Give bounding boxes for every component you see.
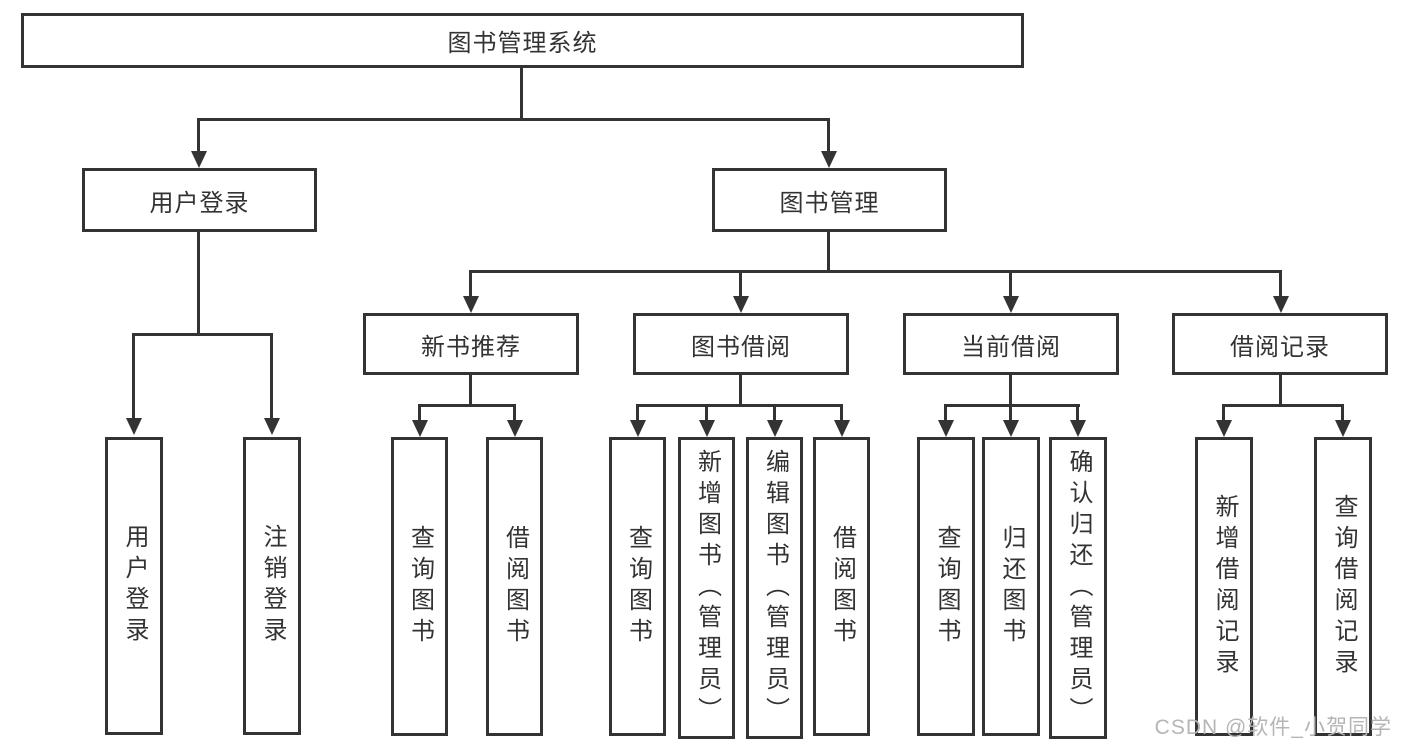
arrowhead-down-icon [938,420,954,437]
arrowhead-down-icon [412,420,428,437]
connector-manage-rail [469,270,1281,273]
arrowhead-down-icon [699,420,715,437]
connector-g4-leaf1-drop [1222,404,1225,420]
node-user-login: 用户登录 [82,168,317,232]
leaf-add-borrow-record: 新增借阅记录 [1195,437,1253,736]
arrowhead-down-icon [463,296,479,313]
node-new-book-recommend: 新书推荐 [363,313,579,375]
leaf-query-book-g3: 查询图书 [917,437,975,736]
connector-login-stem [197,232,200,336]
leaf-return-book: 归还图书 [982,437,1040,736]
connector-group1-stem [469,375,472,406]
connector-group3-rail [944,404,1080,407]
arrowhead-down-icon [1273,296,1289,313]
connector-g3-leaf1-drop [944,404,947,420]
arrowhead-down-icon [1003,420,1019,437]
connector-g2-leaf2-drop [705,404,708,420]
leaf-query-book-g2: 查询图书 [609,437,666,736]
connector-g1-leaf1-drop [418,404,421,420]
connector-group1-rail [418,404,516,407]
connector-g3-leaf3-drop [1076,404,1079,420]
node-current-borrow: 当前借阅 [903,313,1119,375]
connector-login-leaf2-drop [270,333,273,418]
connector-g2-leaf3-drop [773,404,776,420]
arrowhead-down-icon [1335,420,1351,437]
connector-group3-drop [1009,270,1012,296]
arrowhead-down-icon [1070,420,1086,437]
connector-login-leaf1-drop [132,333,135,418]
leaf-user-login: 用户登录 [105,437,163,735]
connector-group2-drop [739,270,742,296]
connector-g3-leaf2-drop [1009,404,1012,420]
connector-group1-drop [469,270,472,296]
node-root-system: 图书管理系统 [21,13,1024,68]
arrowhead-down-icon [767,420,783,437]
connector-g2-leaf4-drop [840,404,843,420]
connector-root-stem [520,68,523,118]
leaf-add-book-admin: 新增图书（管理员） [678,437,735,739]
connector-group2-stem [739,375,742,406]
connector-group4-drop [1279,270,1282,296]
arrowhead-down-icon [821,151,837,168]
connector-group4-stem [1279,375,1282,406]
arrowhead-down-icon [1003,296,1019,313]
arrowhead-down-icon [630,420,646,437]
arrowhead-down-icon [191,151,207,168]
connector-root-rail [197,118,830,121]
connector-g4-leaf2-drop [1341,404,1344,420]
arrowhead-down-icon [507,420,523,437]
arrowhead-down-icon [834,420,850,437]
arrowhead-down-icon [264,418,280,435]
connector-group3-stem [1009,375,1012,406]
arrowhead-down-icon [733,296,749,313]
connector-manage-drop [827,118,830,151]
connector-login-rail [132,333,273,336]
arrowhead-down-icon [1216,420,1232,437]
leaf-edit-book-admin: 编辑图书（管理员） [746,437,803,739]
connector-g1-leaf2-drop [513,404,516,420]
leaf-query-book-g1: 查询图书 [391,437,448,736]
connector-login-drop [197,118,200,151]
arrowhead-down-icon [126,418,142,435]
connector-group4-rail [1222,404,1344,407]
leaf-query-borrow-record: 查询借阅记录 [1314,437,1372,736]
connector-manage-stem [827,232,830,272]
csdn-watermark: CSDN @软件_小贺同学 [1154,716,1392,739]
node-book-borrow: 图书借阅 [633,313,849,375]
leaf-borrow-book-g1: 借阅图书 [486,437,543,736]
node-borrow-record: 借阅记录 [1172,313,1388,375]
connector-group2-rail [636,404,843,407]
connector-g2-leaf1-drop [636,404,639,420]
leaf-borrow-book-g2: 借阅图书 [813,437,870,736]
leaf-confirm-return-admin: 确认归还（管理员） [1049,437,1107,739]
node-book-manage: 图书管理 [712,168,947,232]
leaf-logout: 注销登录 [243,437,301,735]
